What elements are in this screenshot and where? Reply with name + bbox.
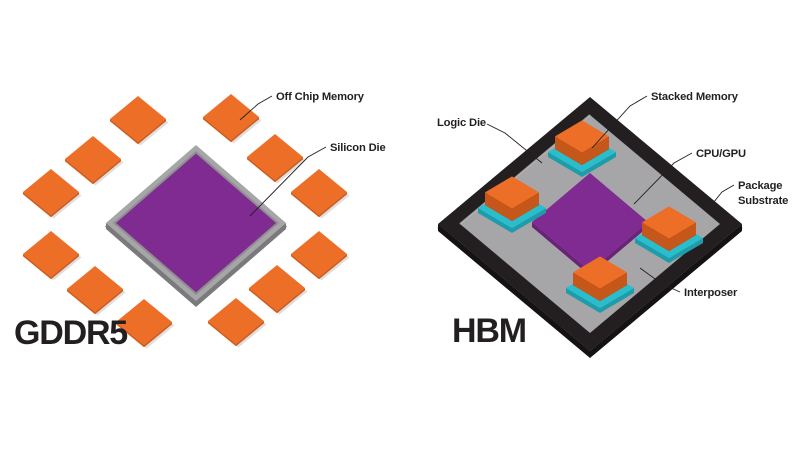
- panel-title-gddr5: GDDR5: [14, 314, 127, 352]
- callout-leader-line: [639, 267, 681, 293]
- callout-leader-line: [633, 152, 693, 205]
- callout-off-chip-memory: Off Chip Memory: [239, 91, 365, 121]
- stacked-memory-group: [478, 120, 703, 313]
- callout-stacked-memory: Stacked Memory: [591, 91, 739, 149]
- off-chip-memory-chip: [116, 299, 175, 349]
- stacked-memory-module: [566, 256, 634, 313]
- callout-cpu-gpu: CPU/GPU: [633, 148, 746, 205]
- off-chip-memory-chip: [65, 136, 124, 186]
- callout-label: CPU/GPU: [696, 148, 746, 160]
- off-chip-memory-chip: [291, 231, 350, 281]
- cpu-gpu-die: [532, 173, 648, 276]
- callout-leader-line: [249, 146, 327, 217]
- callout-label: Substrate: [738, 195, 788, 207]
- off-chip-memory-chip: [110, 96, 169, 146]
- off-chip-memory-chip: [208, 298, 267, 348]
- cpu-gpu-group: [532, 173, 648, 276]
- callout-silicon-die: Silicon Die: [249, 142, 386, 217]
- panel-title-hbm: HBM: [452, 312, 526, 350]
- callout-leader-line: [591, 95, 648, 149]
- callout-leader-line: [486, 123, 543, 164]
- stacked-memory-module: [635, 206, 703, 263]
- off-chip-memory-chip: [291, 169, 350, 219]
- off-chip-memory-chip: [247, 134, 306, 184]
- callout-label: Logic Die: [437, 117, 486, 129]
- callout-label: Silicon Die: [330, 142, 386, 154]
- callout-label: Package: [738, 180, 782, 192]
- off-chip-memory-group: [23, 94, 350, 349]
- callout-interposer: Interposer: [639, 267, 738, 299]
- stacked-memory-module: [478, 176, 546, 233]
- callout-logic-die: Logic Die: [437, 117, 543, 164]
- silicon-die-group: [105, 145, 287, 307]
- silicon-die-package: [105, 145, 287, 307]
- off-chip-memory-chip: [23, 169, 82, 219]
- callout-leader-line: [708, 184, 735, 209]
- off-chip-memory-chip: [23, 231, 82, 281]
- stacked-memory-module: [548, 120, 616, 177]
- callout-leader-line: [239, 95, 273, 121]
- callout-label: Off Chip Memory: [276, 91, 365, 103]
- off-chip-memory-chip: [249, 265, 308, 315]
- callout-label: Interposer: [684, 287, 738, 299]
- off-chip-memory-chip: [203, 94, 262, 144]
- callout-label: Stacked Memory: [651, 91, 739, 103]
- off-chip-memory-chip: [67, 266, 126, 316]
